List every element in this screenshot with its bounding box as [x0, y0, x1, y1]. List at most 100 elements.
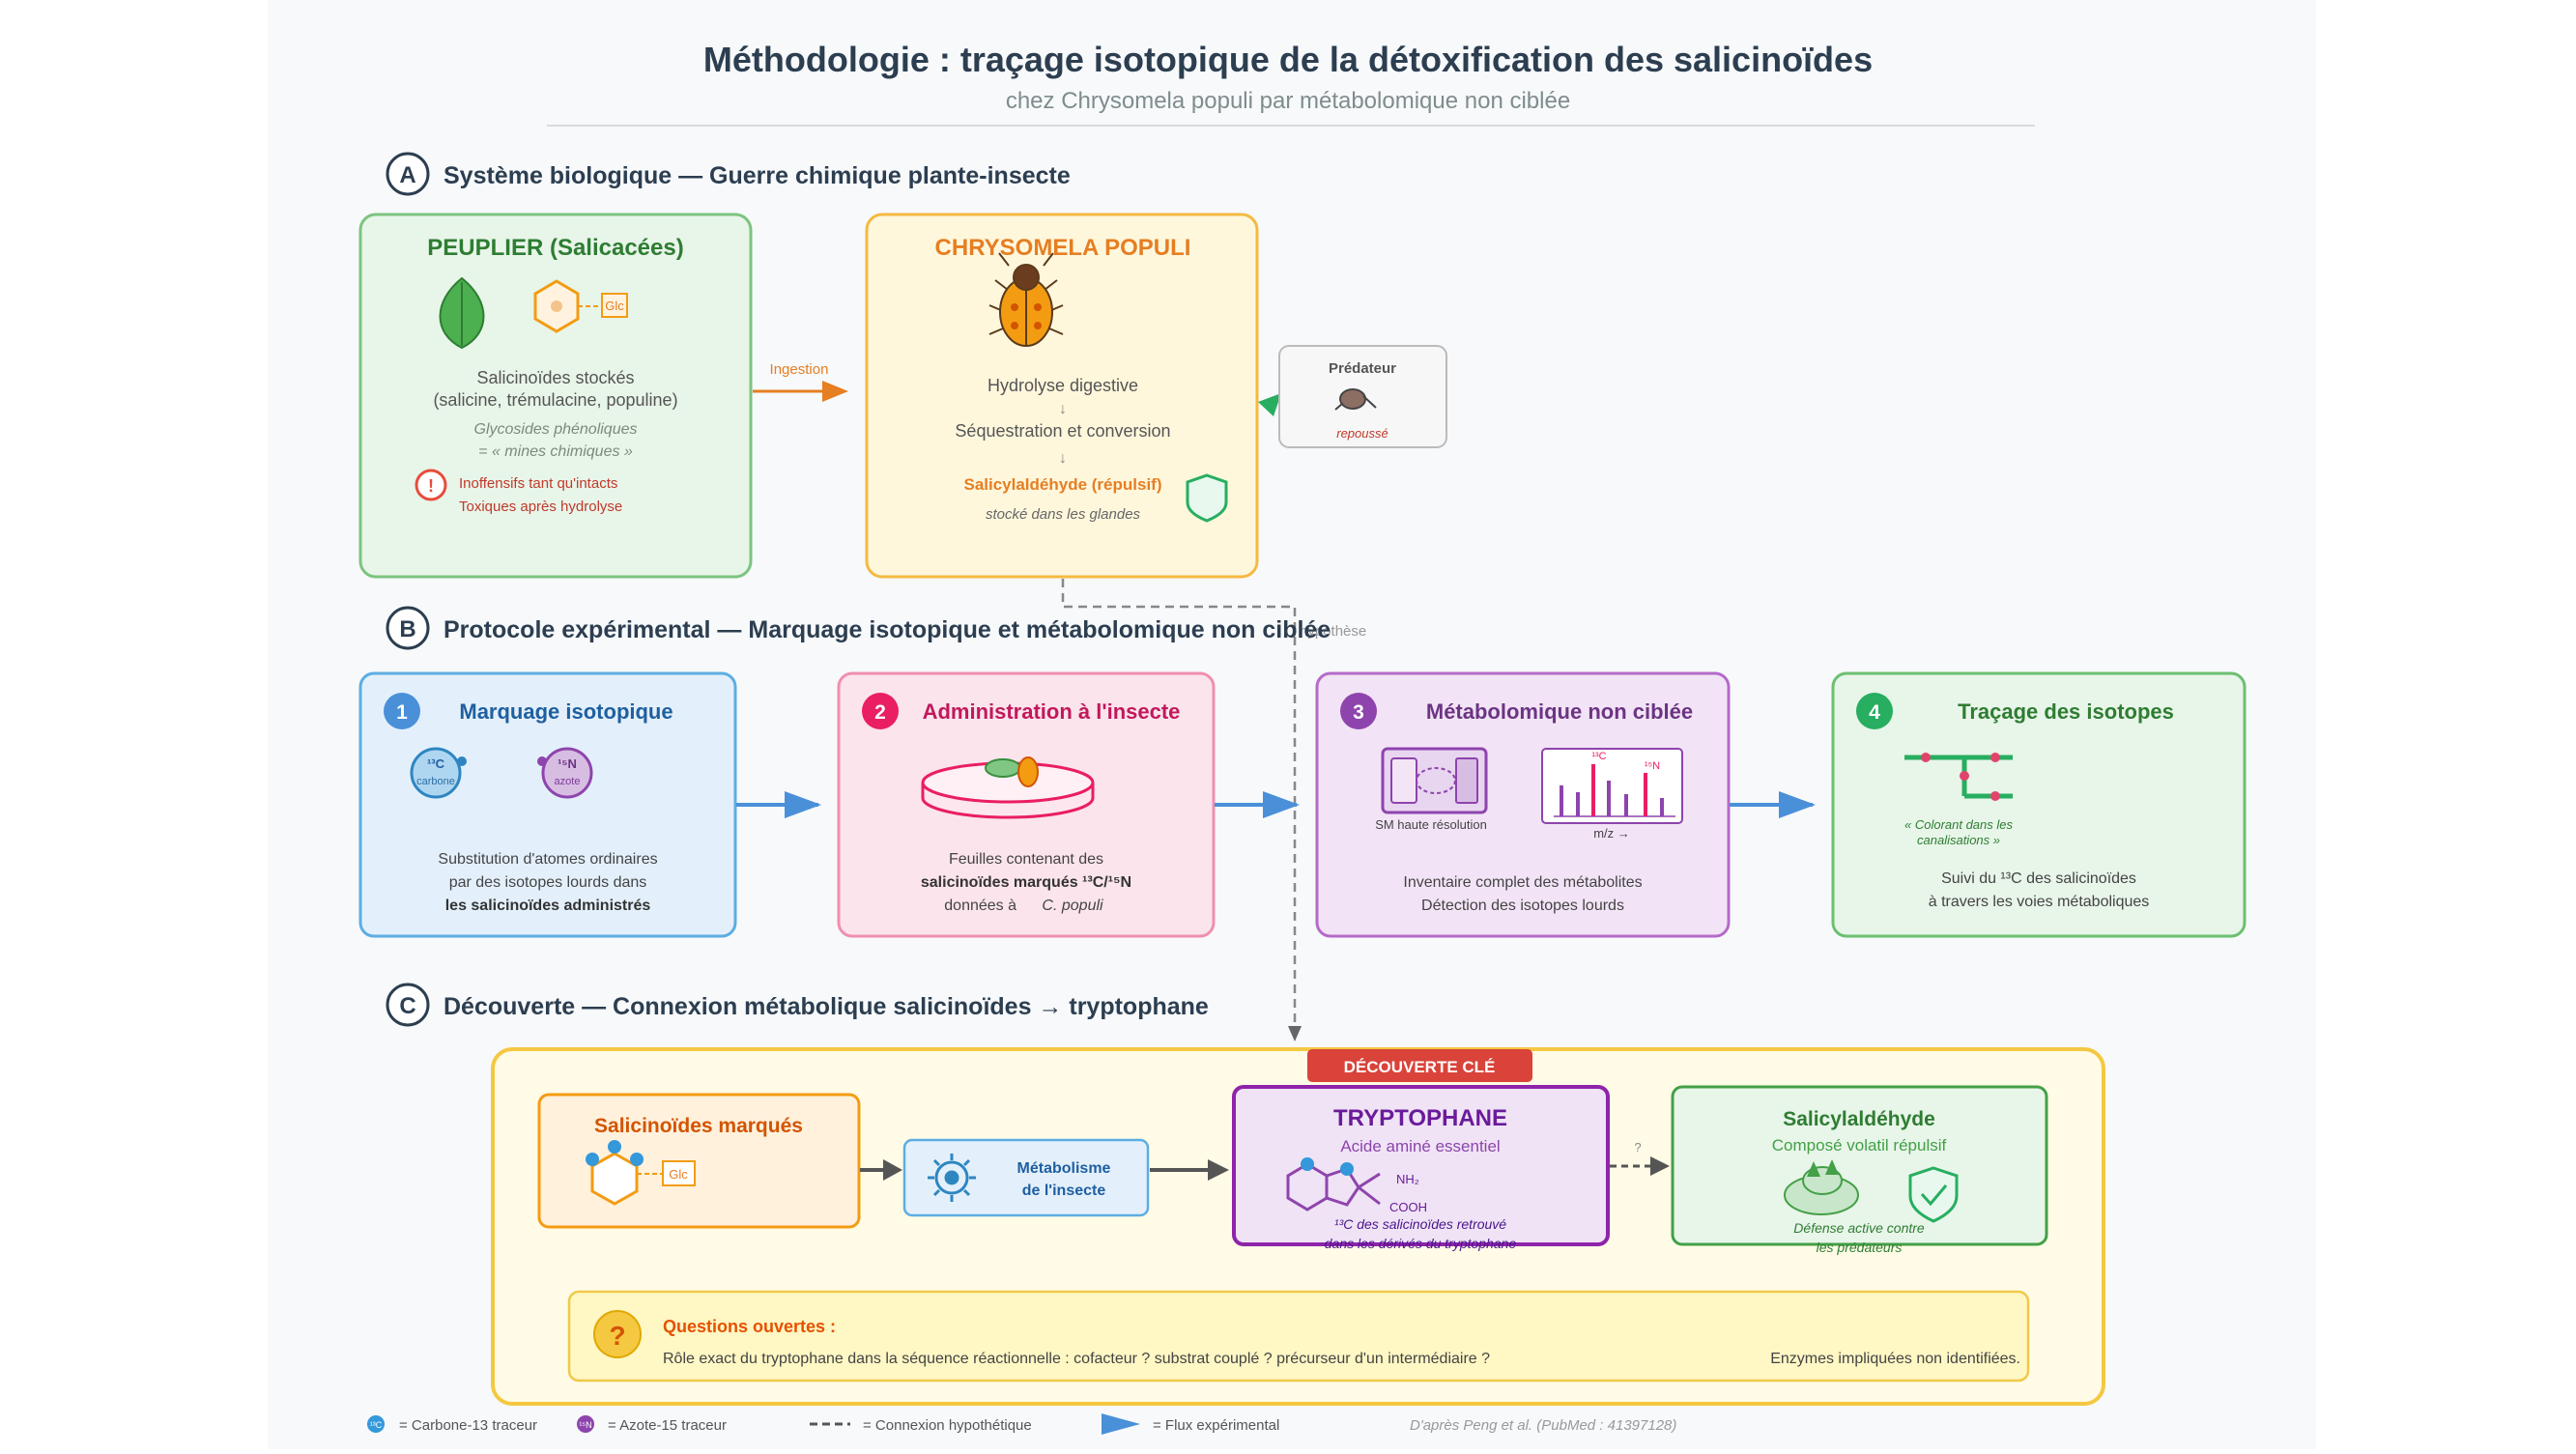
beetle-step2: Séquestration et conversion	[955, 421, 1170, 441]
step4-line1: Suivi du ¹³C des salicinoïdes	[1941, 870, 2136, 887]
step3-line1: Inventaire complet des métabolites	[1403, 874, 1642, 891]
open-questions-box: ? Questions ouvertes : Rôle exact du try…	[567, 1290, 2030, 1383]
tryptophane-card: TRYPTOPHANE Acide aminé essentiel NH₂ CO…	[1232, 1085, 1610, 1251]
nitrogen15-atom-icon: ¹⁵N azote	[537, 747, 593, 799]
step1-line2: par des isotopes lourds dans	[449, 874, 647, 891]
poplar-italic1: Glycosides phénoliques	[474, 421, 638, 438]
salicylaldehyde-title: Salicylaldéhyde	[1783, 1108, 1935, 1130]
step2-line2: salicinoïdes marqués ¹³C/¹⁵N	[921, 874, 1131, 891]
c13-label: ¹³C	[427, 756, 445, 771]
step4-quote2: canalisations »	[1917, 833, 2000, 847]
gear-icon	[928, 1154, 976, 1202]
beetle-arrow2: ↓	[1059, 450, 1067, 467]
step3-line2: Détection des isotopes lourds	[1421, 898, 1624, 914]
repel-arrowhead	[1258, 393, 1281, 416]
step3-number: 3	[1353, 701, 1364, 724]
metabolism-card: Métabolisme de l'insecte	[902, 1138, 1150, 1217]
section-a-title: Système biologique — Guerre chimique pla…	[444, 162, 1071, 189]
step2-number: 2	[874, 701, 886, 724]
beetle-italic: stocké dans les glandes	[986, 506, 1141, 523]
labeled-salicinoids-card: Salicinoïdes marqués Glc	[537, 1093, 861, 1229]
beetle-step1: Hydrolyse digestive	[987, 376, 1138, 395]
labeled-salicinoids-title: Salicinoïdes marqués	[594, 1115, 803, 1137]
predator-status: repoussé	[1336, 426, 1388, 441]
legend-n15-icon	[577, 1415, 594, 1433]
step1-card: 1 Marquage isotopique ¹³C carbone ¹⁵N az…	[358, 671, 737, 938]
step4-title: Traçage des isotopes	[1958, 699, 2174, 724]
section-c-badge	[386, 983, 430, 1027]
pipe-network-icon	[1904, 753, 2013, 801]
source-citation: D'après Peng et al. (PubMed : 41397128)	[1410, 1417, 1676, 1434]
spectrum-peak-c13: ¹³C	[1591, 751, 1606, 762]
page-subtitle: chez Chrysomela populi par métabolomique…	[1006, 88, 1570, 114]
section-b-badge	[386, 606, 430, 650]
legend-c13-icon-label: ¹³C	[370, 1420, 383, 1430]
step1-line1: Substitution d'atomes ordinaires	[438, 851, 657, 868]
legend-dashed: = Connexion hypothétique	[863, 1417, 1032, 1434]
step2-line1: Feuilles contenant des	[949, 851, 1103, 868]
step4-number: 4	[1869, 701, 1880, 724]
nh2-label: NH₂	[1396, 1172, 1419, 1186]
labeled-molecule-icon: Glc	[586, 1140, 696, 1206]
poplar-line1: Salicinoïdes stockés	[476, 368, 634, 387]
tryptophane-title: TRYPTOPHANE	[1333, 1105, 1507, 1131]
tryptophane-note1: ¹³C des salicinoïdes retrouvé	[1334, 1216, 1506, 1232]
petri-dish-icon	[921, 756, 1095, 819]
beetle-title: CHRYSOMELA POPULI	[935, 235, 1191, 261]
step4-card: 4 Traçage des isotopes « Colorant dans l…	[1831, 671, 2247, 938]
open-questions-text: Rôle exact du tryptophane dans la séquen…	[663, 1351, 1490, 1367]
question-icon	[593, 1310, 642, 1358]
mass-spectrum-icon: ¹³C ¹⁵N	[1541, 748, 1683, 824]
leaf-icon	[439, 276, 485, 350]
hypothetical-connection	[1061, 579, 1297, 1026]
beetle-icon	[988, 252, 1064, 347]
section-c-letter: C	[399, 993, 415, 1019]
ms-label: SM haute résolution	[1375, 817, 1487, 832]
legend-n15: = Azote-15 traceur	[608, 1417, 727, 1434]
cooh-label: COOH	[1389, 1200, 1427, 1214]
beetle-step3: Salicylaldéhyde (répulsif)	[963, 475, 1161, 494]
flow-arrowhead-1-2	[785, 791, 821, 818]
section-c-title: Découverte — Connexion métabolique salic…	[444, 993, 1209, 1020]
step2-line3: données à	[944, 898, 1016, 914]
step1-number: 1	[396, 701, 408, 724]
carbon13-atom-icon: ¹³C carbone	[410, 747, 467, 799]
shield-icon	[1186, 473, 1228, 523]
mz-label: m/z →	[1593, 826, 1630, 841]
bird-icon	[1334, 388, 1377, 411]
predator-title: Prédateur	[1329, 360, 1396, 377]
open-questions-title: Questions ouvertes :	[663, 1317, 836, 1336]
poplar-card: PEUPLIER (Salicacées) Glc Salicinoïdes s…	[358, 213, 753, 579]
key-discovery-label: DÉCOUVERTE CLÉ	[1344, 1058, 1496, 1076]
labeled-glc-label: Glc	[669, 1167, 688, 1182]
hypothetical-arrowhead-c3	[1650, 1156, 1670, 1176]
spectrum-peak-n15: ¹⁵N	[1645, 760, 1660, 772]
step2-line3-species: C. populi	[1042, 898, 1103, 914]
n15-label: ¹⁵N	[558, 756, 577, 771]
metabolism-line1: Métabolisme	[1017, 1160, 1111, 1177]
hypothetical-label: hypothèse	[1300, 623, 1366, 640]
question-icon-glyph: ?	[609, 1321, 625, 1351]
warning-icon-glyph: !	[428, 476, 434, 496]
step3-title: Métabolomique non ciblée	[1426, 699, 1693, 724]
check-icon	[1920, 1184, 1948, 1207]
section-a-letter: A	[399, 162, 415, 188]
step1-title: Marquage isotopique	[459, 699, 673, 724]
n15-sub: azote	[555, 776, 581, 787]
salicylaldehyde-note2: les prédateurs	[1817, 1240, 1903, 1255]
section-b-title: Protocole expérimental — Marquage isotop…	[444, 616, 1331, 643]
metabolism-line2: de l'insecte	[1022, 1183, 1106, 1199]
warning-icon	[415, 469, 447, 501]
section-b-letter: B	[399, 616, 415, 642]
flow-arrowhead-2-3	[1263, 791, 1300, 818]
glc-label: Glc	[605, 299, 624, 313]
key-discovery-badge	[1307, 1049, 1532, 1082]
poplar-line2: (salicine, trémulacine, populine)	[433, 390, 677, 410]
volatile-cloud-icon	[1784, 1159, 1859, 1215]
page-title: Méthodologie : traçage isotopique de la …	[703, 40, 1873, 79]
hypothetical-arrowhead	[1288, 1026, 1302, 1041]
step3-card: 3 Métabolomique non ciblée SM haute réso…	[1315, 671, 1731, 938]
section-a-badge	[386, 152, 430, 196]
ingestion-arrowhead	[822, 381, 848, 402]
